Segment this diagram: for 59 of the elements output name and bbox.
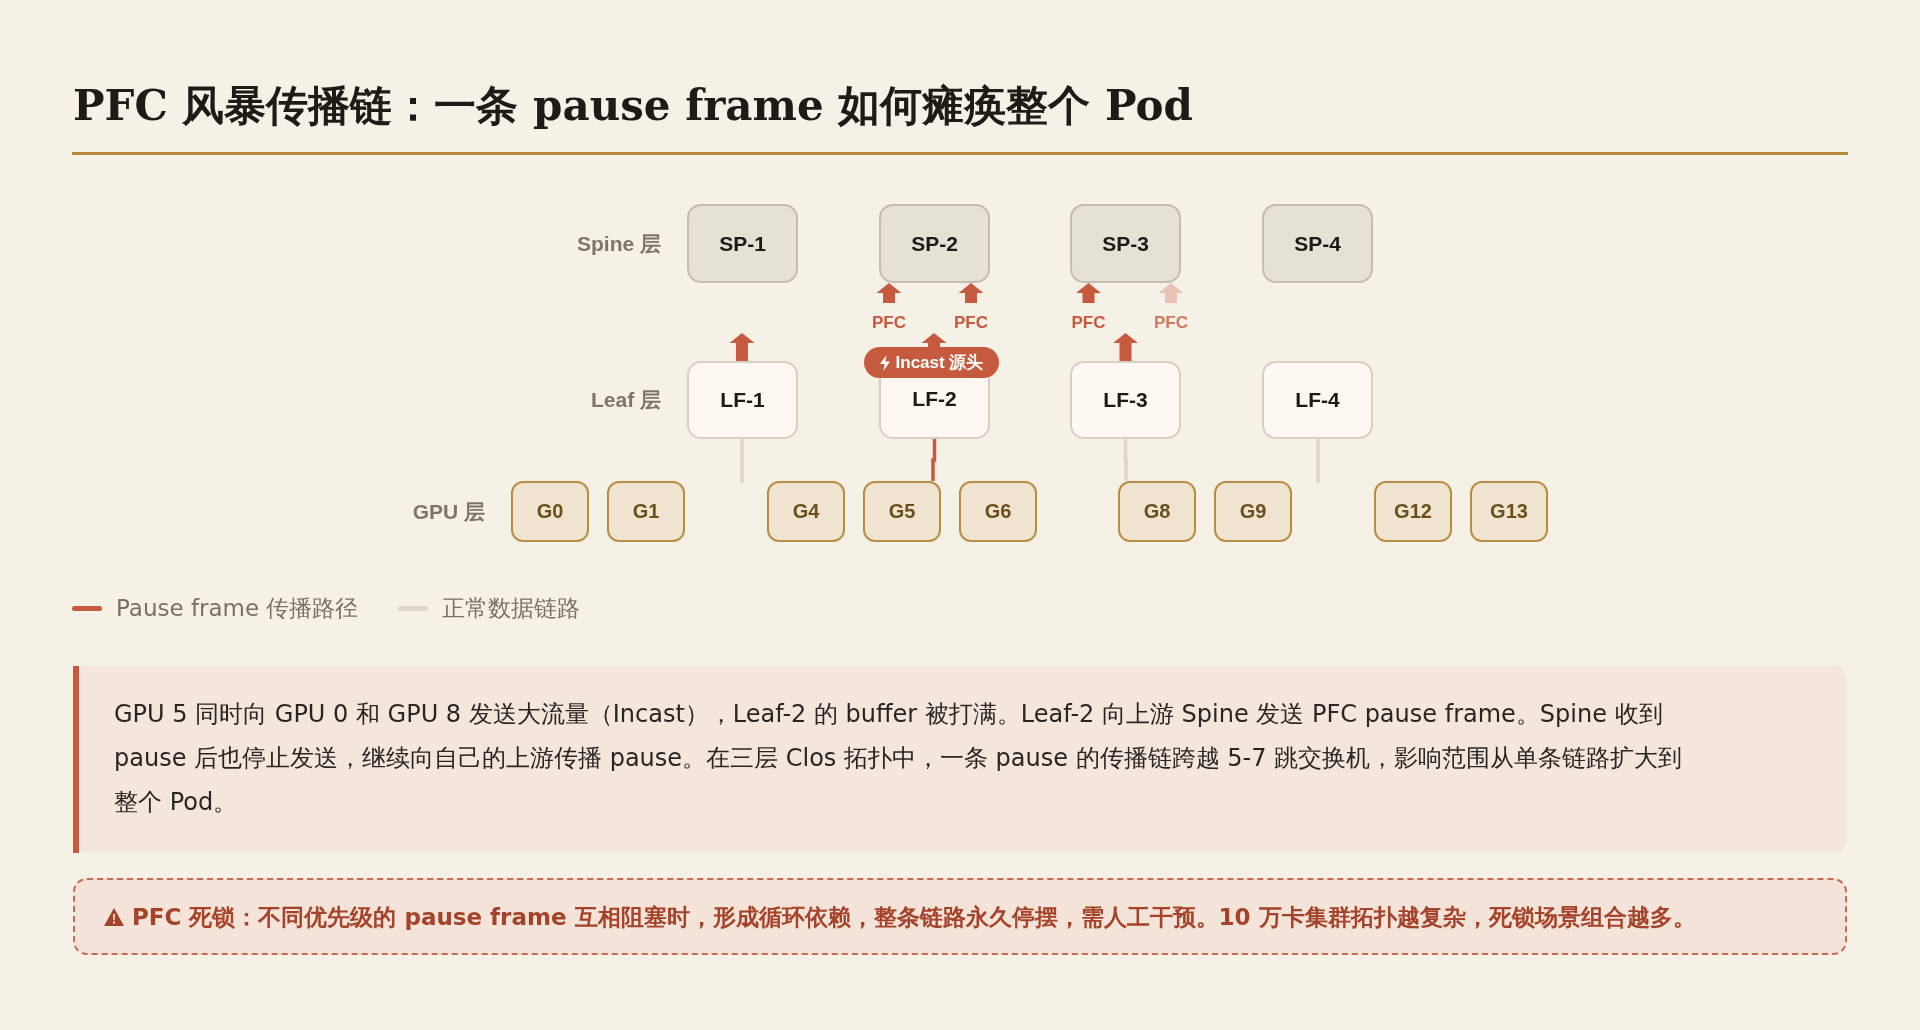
edge-label: PFC — [954, 312, 988, 334]
switch-name: SP-1 — [719, 231, 766, 256]
gpu-box — [1118, 481, 1196, 542]
switch-name: SP-2 — [911, 231, 958, 256]
gpu-box — [511, 481, 589, 542]
leaf-switch-box — [1070, 361, 1181, 439]
spine-switch-box — [1070, 204, 1181, 283]
gpu-name: G9 — [1239, 500, 1267, 523]
legend-text: 正常数据链路 — [442, 593, 581, 623]
switch-name: SP-4 — [1294, 231, 1341, 256]
tier-label: GPU 层 — [412, 499, 485, 525]
switch-name: LF-2 — [912, 387, 957, 411]
tier-label: Leaf 层 — [591, 387, 661, 413]
warning-text: PFC 死锁：不同优先级的 pause frame 互相阻塞时，形成循环依赖，整条链路永久停摆，需人工干预。10 万卡集群拓扑越复杂，死锁场景组合越多。 — [132, 902, 1696, 931]
gpu-box — [767, 481, 845, 542]
edge-label: PFC — [1071, 312, 1106, 334]
gpu-name: G4 — [792, 500, 820, 523]
block-arrow — [958, 283, 984, 303]
block-arrow — [729, 333, 755, 361]
gpu-name: G0 — [536, 500, 564, 523]
gpu-name: G6 — [984, 500, 1012, 523]
spine-switch-box — [1262, 204, 1373, 283]
badge-text: Incast 源头 — [895, 352, 984, 373]
legend-text: Pause frame 传播路径 — [116, 593, 359, 623]
switch-name: LF-4 — [1295, 388, 1340, 412]
switch-name: SP-3 — [1102, 231, 1149, 256]
note-panel — [73, 666, 1847, 853]
gpu-name: G5 — [888, 500, 916, 523]
gpu-box — [1374, 481, 1452, 542]
spine-switch-box — [879, 204, 990, 283]
gpu-box — [959, 481, 1037, 542]
block-arrow — [1158, 283, 1184, 303]
gpu-box — [1214, 481, 1292, 542]
gpu-name: G8 — [1143, 500, 1171, 523]
gpu-name: G1 — [632, 500, 660, 523]
edge-label: PFC — [872, 312, 906, 334]
leaf-switch-box — [1262, 361, 1373, 439]
block-arrow — [921, 333, 947, 347]
spine-switch-box — [687, 204, 798, 283]
diagram-title: PFC 风暴传播链：一条 pause frame 如何瘫痪整个 Pod — [73, 80, 1193, 132]
switch-name: LF-3 — [1103, 388, 1148, 412]
tier-label: Spine 层 — [577, 231, 661, 257]
gpu-name: G13 — [1490, 500, 1528, 523]
connector-line — [1123, 439, 1128, 481]
edge-label: PFC — [1154, 312, 1188, 334]
connector-line — [931, 439, 937, 481]
leaf-switch-box — [879, 378, 990, 439]
warning-panel — [73, 878, 1847, 955]
gpu-box — [863, 481, 941, 542]
block-arrow — [876, 283, 902, 303]
incast-badge — [864, 347, 999, 378]
block-arrow — [1113, 333, 1138, 361]
switch-name: LF-1 — [720, 388, 765, 412]
note-text: GPU 5 同时向 GPU 0 和 GPU 8 发送大流量（Incast），Leaf-2 的 buffer 被打满。Leaf-2 向上游 Spine 发送 PFC pause frame。Spine 收到 pause 后也停止发送，继续向自己的上游传播 pause。在三层 Clos 拓扑中，一条 pause 的传播链跨越 5-7 跳交换机，影响范围从单条链路扩大到整个 Pod。 — [114, 699, 1684, 818]
leaf-switch-box — [687, 361, 798, 439]
gpu-name: G12 — [1394, 500, 1432, 523]
gpu-box — [1470, 481, 1548, 542]
gpu-box — [607, 481, 685, 542]
block-arrow — [1076, 283, 1101, 303]
